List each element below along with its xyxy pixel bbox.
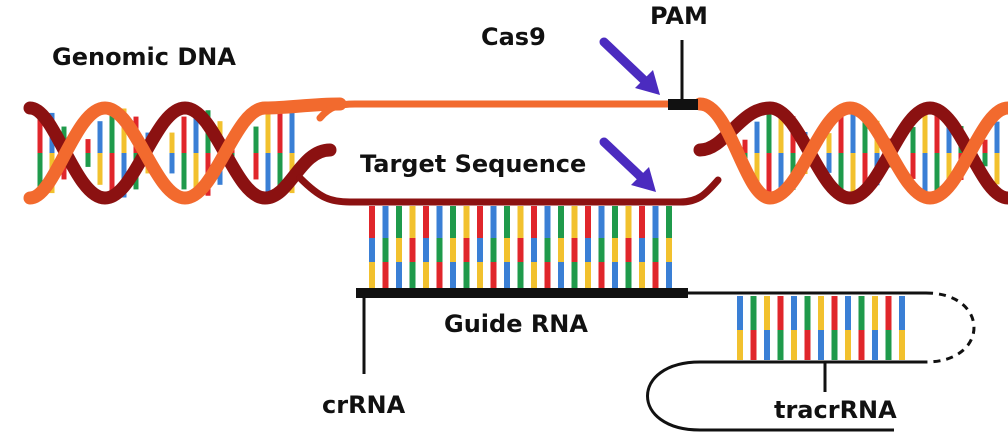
helix-left (23, 97, 347, 205)
helix-left-dark-strand (23, 101, 337, 205)
genomic-dna-label: Genomic DNA (52, 43, 236, 71)
arrow-down-right-icon (599, 37, 660, 95)
pam-marker (668, 99, 698, 110)
tracrrna-label: tracrRNA (774, 396, 897, 424)
pam-label: PAM (650, 2, 708, 30)
tracrrna-base-pairs (737, 296, 905, 360)
target-sequence-label: Target Sequence (360, 150, 586, 178)
guide-rna-bar (356, 288, 688, 298)
helix-right-dark-strand (693, 101, 1008, 205)
guide-rna-label: Guide RNA (444, 310, 588, 338)
bubble-top-strand (316, 100, 726, 129)
helix-right (693, 97, 1008, 205)
helix-left-orange-strand (23, 97, 347, 205)
tracrrna-lower-strand (646, 360, 926, 432)
bubble-bottom-strand (296, 174, 722, 206)
guide-target-base-pairs (369, 206, 672, 288)
helix-right-orange-strand (693, 97, 1008, 205)
cas9-label: Cas9 (481, 23, 546, 51)
tracrrna-loop-dashed (925, 291, 976, 364)
crrna-label: crRNA (322, 391, 406, 419)
arrow-down-right-icon (599, 137, 656, 192)
